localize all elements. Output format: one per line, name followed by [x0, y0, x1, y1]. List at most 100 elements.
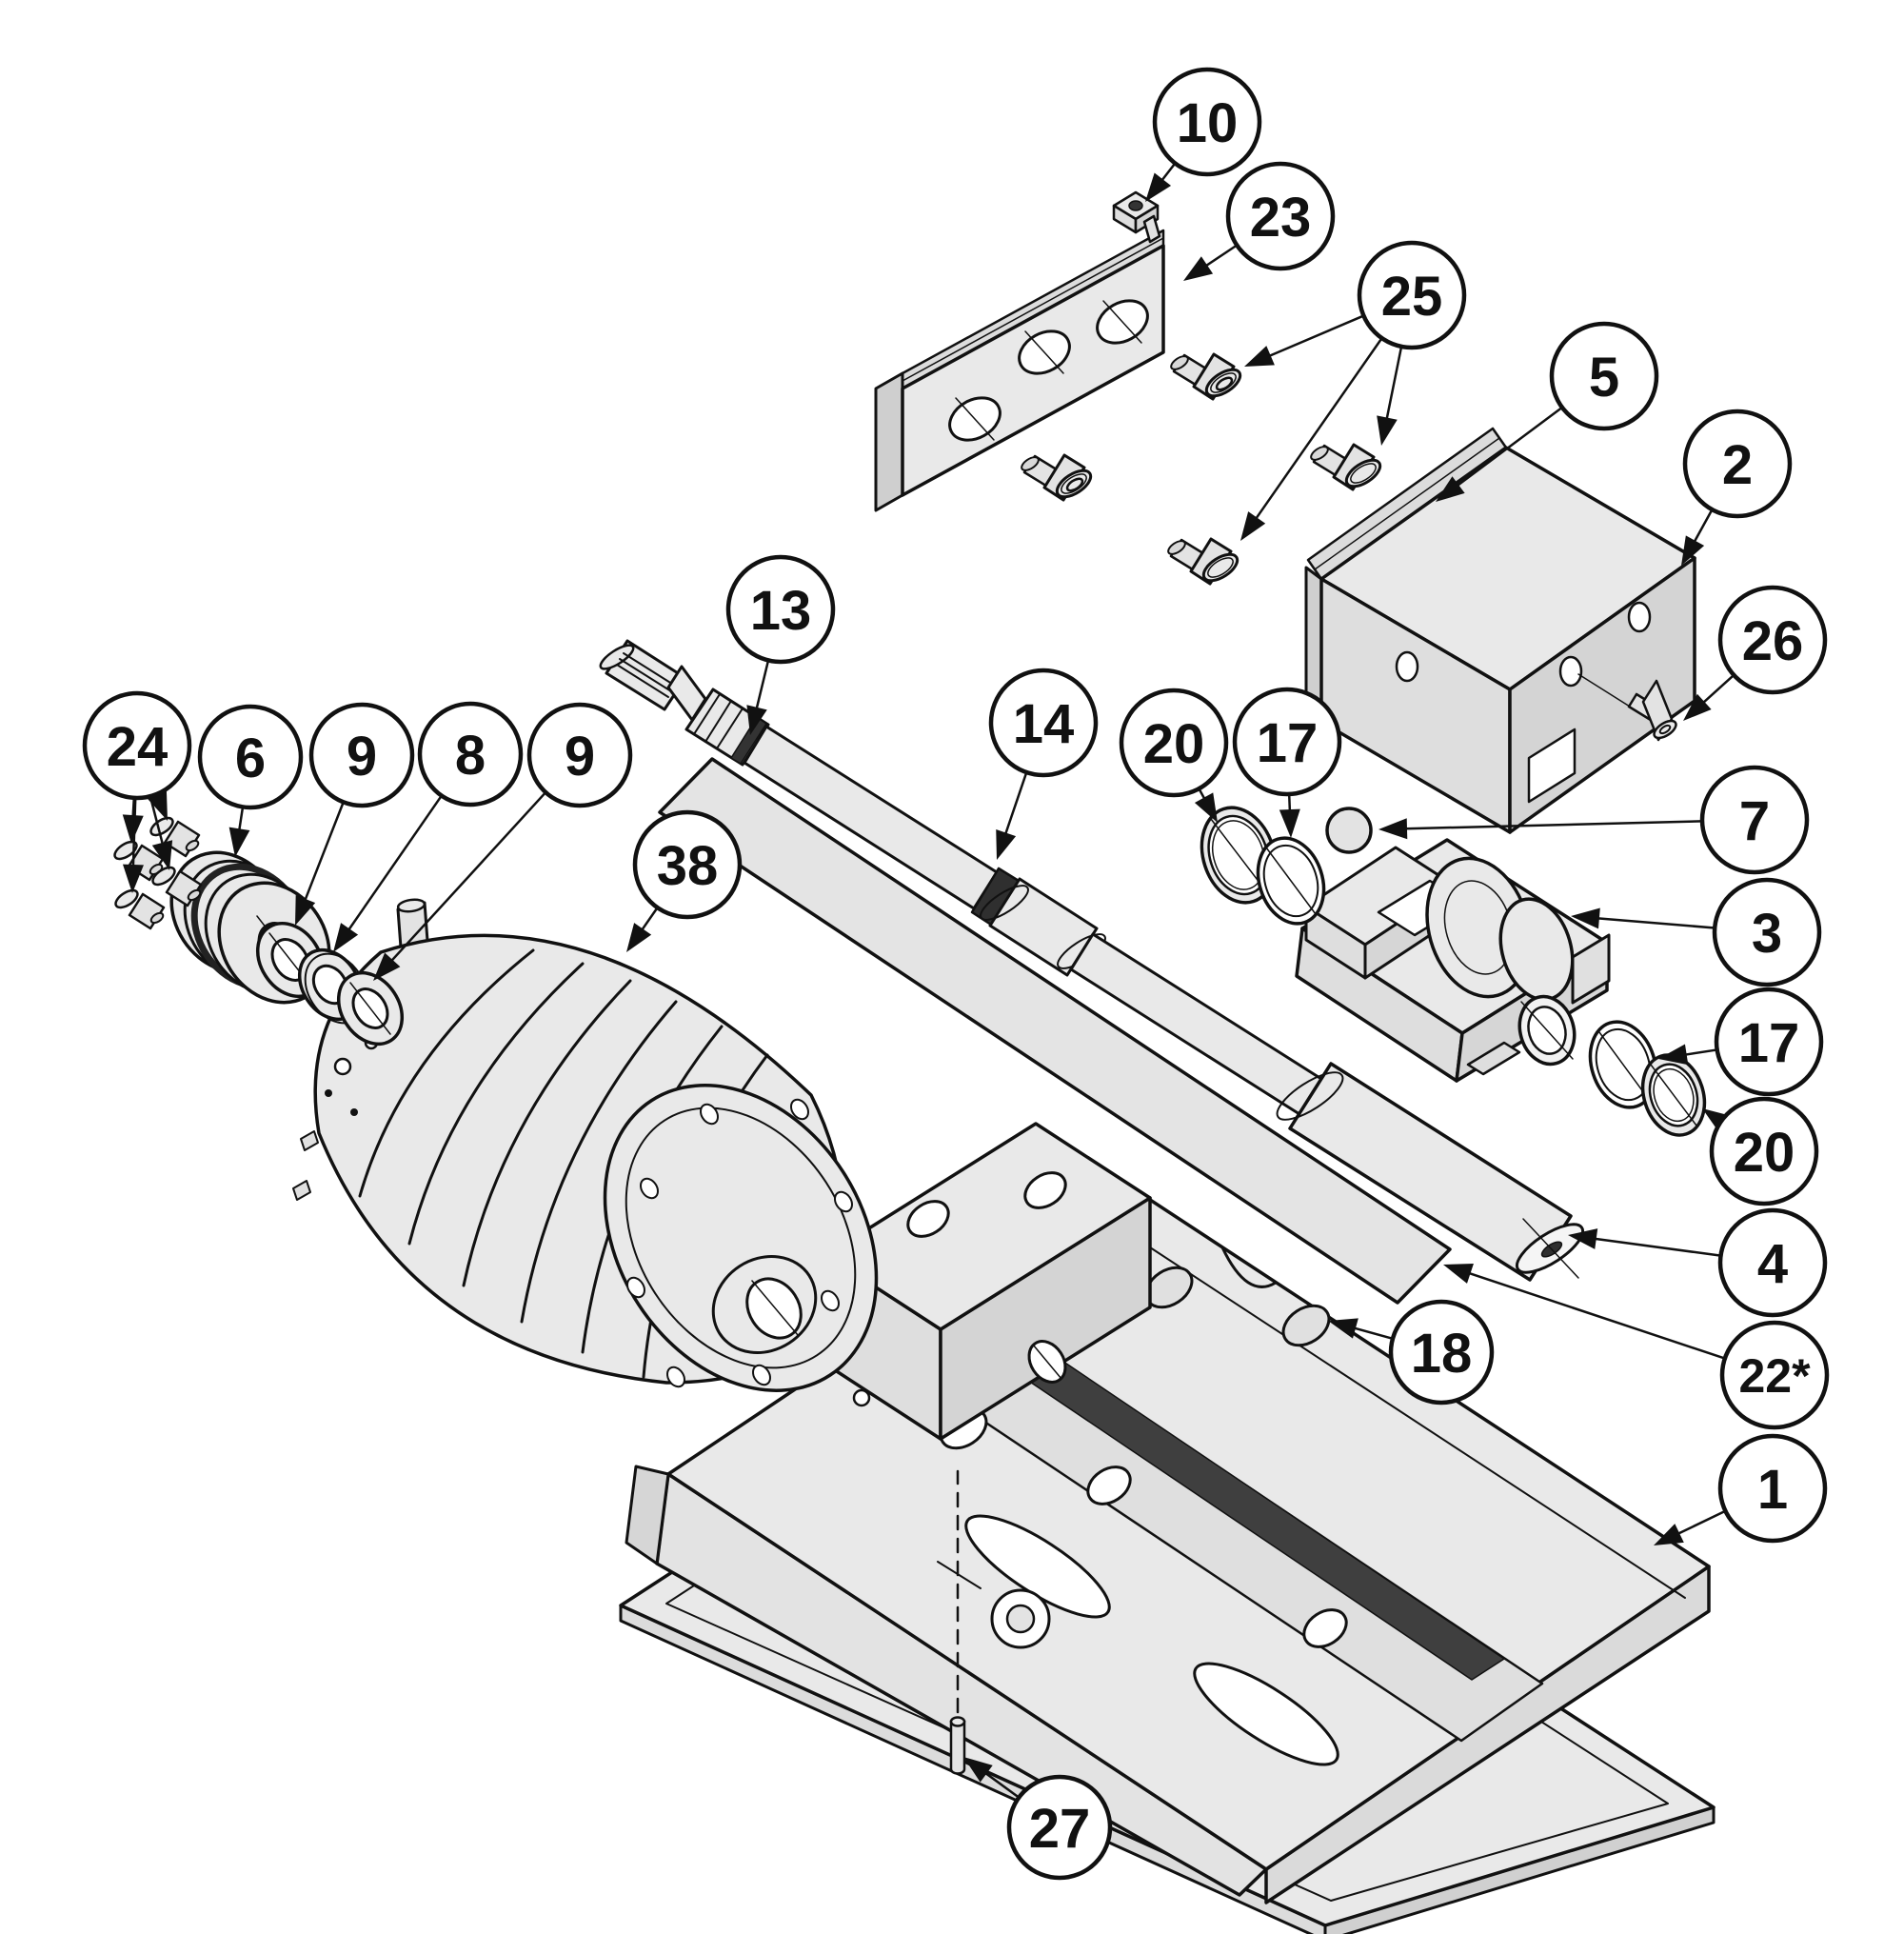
- part-lead-screw: [599, 639, 1585, 1282]
- leader-line: [754, 660, 770, 713]
- collar-groove: [693, 693, 721, 735]
- rod-seam: [1276, 1071, 1344, 1121]
- leader-arrowhead: [1568, 1228, 1598, 1249]
- pin-cap: [949, 1716, 966, 1727]
- leader-line: [149, 795, 166, 849]
- balloon-circle: [308, 702, 415, 808]
- part-screw-25: [1170, 352, 1242, 401]
- cylinder-rib: [520, 1000, 678, 1324]
- balloon-circle: [1119, 688, 1229, 798]
- cylinder-port: [333, 1057, 352, 1076]
- balloon-circle: [1006, 1774, 1113, 1881]
- balloon-label: 6: [235, 728, 266, 789]
- part-cylinder-38: [292, 898, 879, 1392]
- leader-line: [1201, 244, 1238, 269]
- callout-8: 8: [333, 701, 524, 952]
- part-screw-25: [1021, 453, 1093, 502]
- balloon-label: 2: [1722, 434, 1753, 496]
- carriage-foot: [1466, 1041, 1521, 1076]
- fixed-jaw-top-hole: [1023, 1171, 1067, 1209]
- cylinder-port-dot: [350, 1108, 358, 1116]
- leader-arrowhead: [1240, 511, 1266, 541]
- screw-head: [151, 866, 176, 887]
- callout-4: 4: [1568, 1207, 1828, 1318]
- screw-shank-end: [1167, 540, 1186, 555]
- leader-arrowhead: [151, 840, 173, 870]
- flange-bolt-hole: [752, 1364, 771, 1386]
- fixed-jaw-hairline: [1032, 1344, 1062, 1380]
- part-oring-17-rear: [1588, 1020, 1658, 1109]
- part-cover-plate-22: [658, 757, 1452, 1305]
- screw-head-face: [1344, 458, 1382, 488]
- spline-line: [619, 658, 672, 692]
- rear-jaw-chamfer-line: [1314, 437, 1500, 570]
- flange-bolt-hole: [790, 1098, 809, 1121]
- hole-hairline: [1102, 300, 1142, 344]
- rail-round-hole: [1086, 1465, 1132, 1505]
- cylinder-flange-inner: [625, 1107, 857, 1369]
- balloon-circle: [197, 704, 304, 810]
- carriage-bore-hairline: [1520, 1001, 1574, 1060]
- seal-inner: [1653, 1067, 1695, 1123]
- oring-hairline: [1598, 1031, 1648, 1098]
- spindle-sleeve: [988, 877, 1099, 977]
- balloon-label: 27: [1029, 1798, 1091, 1860]
- collar-groove: [704, 700, 732, 743]
- balloon-circle: [1714, 987, 1824, 1097]
- leader-arrowhead: [147, 790, 168, 821]
- screw-shank-end: [1021, 456, 1040, 471]
- flange-bolt-hole: [640, 1177, 659, 1200]
- callout-26: 26: [1683, 585, 1828, 721]
- leader-line: [1698, 673, 1735, 707]
- balloon-label: 5: [1589, 347, 1619, 409]
- balloon-label: 3: [1752, 903, 1782, 965]
- pin-body: [949, 1720, 966, 1775]
- leader-line: [1002, 771, 1028, 839]
- screw-socket: [1658, 724, 1672, 735]
- balloon-circle: [725, 554, 836, 665]
- leader-arrowhead: [228, 827, 250, 857]
- callout-2: 2: [1681, 409, 1793, 566]
- leader-arrowhead: [333, 923, 359, 952]
- part-washer-9b: [336, 970, 405, 1047]
- part-carriage-assembly: [1200, 806, 1707, 1137]
- fixed-jaw-top-hole: [906, 1200, 950, 1238]
- screw-24: [114, 888, 166, 930]
- screw-tip: [185, 839, 200, 852]
- clip-hole: [1128, 200, 1143, 211]
- oring-inner: [1262, 844, 1319, 918]
- leader-line: [302, 801, 345, 906]
- jaw-plate-left-end: [874, 371, 904, 512]
- hook-cutout-inner: [1005, 1604, 1036, 1634]
- rail-slot-hole: [1193, 1662, 1339, 1766]
- leader-line: [1674, 1509, 1726, 1537]
- screw-tip: [149, 911, 165, 925]
- leader-line: [1691, 508, 1714, 547]
- cylinder-rib: [407, 962, 585, 1246]
- leader-line: [1593, 916, 1716, 929]
- rear-jaw-hole: [1558, 655, 1583, 688]
- balloon-circle: [1549, 321, 1659, 431]
- balloon-label: 14: [1013, 693, 1075, 755]
- seal-inner: [1212, 820, 1265, 890]
- callout-3: 3: [1571, 877, 1822, 987]
- cylinder-rib: [462, 979, 632, 1287]
- leader-arrowhead: [1183, 256, 1214, 281]
- balloon-circle: [1712, 877, 1822, 987]
- balloon-label: 1: [1757, 1459, 1788, 1521]
- leader-arrowhead: [996, 829, 1017, 860]
- leader-line: [131, 797, 137, 871]
- callout-5: 5: [1436, 321, 1659, 502]
- leader-line: [1349, 1326, 1394, 1341]
- balloon-circle: [526, 702, 633, 808]
- callout-17: 17: [1232, 687, 1342, 838]
- flange-bolt-hole: [834, 1190, 853, 1213]
- balloon-label: 17: [1257, 712, 1319, 774]
- balloon-label: 9: [565, 726, 595, 788]
- balloon-circle: [1225, 161, 1336, 271]
- part-clip-10: [1112, 190, 1161, 244]
- balloon-label: 25: [1381, 266, 1443, 328]
- screw-head-face: [1055, 469, 1093, 499]
